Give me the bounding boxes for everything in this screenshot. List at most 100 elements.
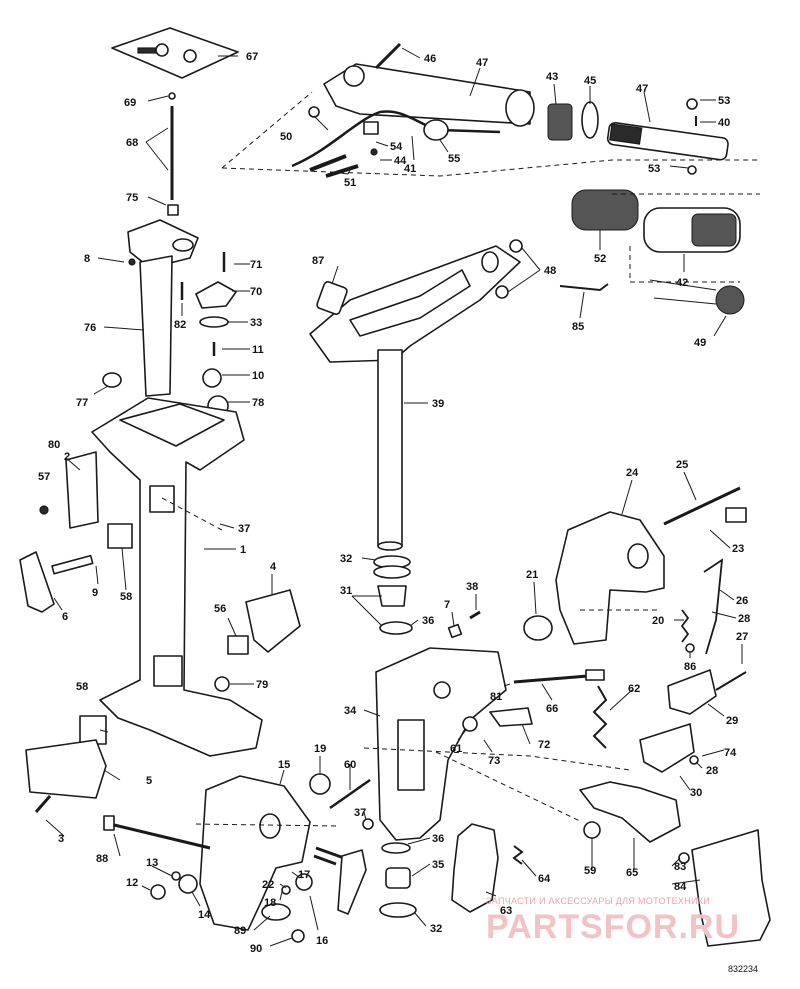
part-grip-52 — [571, 189, 745, 315]
callout-label: 87 — [312, 255, 324, 267]
part-washer-19 — [309, 773, 374, 830]
part-swivel-39 — [309, 239, 523, 551]
part-rings-35-32 — [379, 842, 417, 918]
callout-label: 19 — [314, 743, 326, 755]
part-gasket-67 — [111, 27, 239, 79]
callout-label: 56 — [214, 603, 226, 615]
catalog-number: 832234 — [728, 964, 758, 974]
leader-lines — [45, 47, 743, 947]
callout-label: 77 — [76, 397, 88, 409]
callout-label: 23 — [732, 543, 744, 555]
part-lever-6 — [19, 523, 133, 613]
part-bracket-29 — [639, 669, 717, 773]
part-bracket-4 — [214, 589, 301, 692]
part-bearing-43 — [547, 101, 599, 141]
part-clamp-15 — [103, 775, 311, 931]
watermark-brand: PARTSFOR.RU — [486, 908, 740, 946]
callout-label: 42 — [676, 277, 688, 289]
part-rod-68 — [167, 92, 179, 216]
callout-label: 15 — [278, 759, 290, 771]
callout-label: 47 — [636, 83, 648, 95]
callout-label: 45 — [584, 75, 596, 87]
callout-label: 13 — [146, 857, 158, 869]
callout-label: 1 — [240, 544, 246, 556]
callout-label: 52 — [594, 253, 606, 265]
callout-label: 37 — [354, 807, 366, 819]
part-cover-5 — [25, 715, 107, 813]
part-exhaust-housing-1 — [91, 397, 263, 757]
watermark: ЗАПЧАСТИ И АКСЕССУАРЫ ДЛЯ МОТОТЕХНИКИ PA… — [486, 896, 740, 946]
callout-label: 30 — [690, 787, 702, 799]
callout-label: 33 — [250, 317, 262, 329]
callout-label: 81 — [490, 691, 502, 703]
callout-numbers: 67 69 68 75 8 76 71 70 82 33 11 10 77 78… — [38, 51, 750, 955]
part-rod-66 — [462, 669, 608, 749]
callout-label: 66 — [546, 703, 558, 715]
part-bracket-65 — [579, 781, 681, 843]
callout-label: 51 — [344, 177, 356, 189]
callout-label: 35 — [432, 859, 444, 871]
callout-label: 32 — [340, 553, 352, 565]
callout-label: 73 — [488, 755, 500, 767]
callout-label: 39 — [432, 398, 444, 410]
callout-label: 12 — [126, 877, 138, 889]
callout-label: 40 — [718, 117, 730, 129]
callout-label: 8 — [84, 253, 90, 265]
callout-label: 21 — [526, 569, 538, 581]
callout-label: 37 — [238, 523, 250, 535]
callout-label: 36 — [432, 833, 444, 845]
callout-label: 24 — [626, 467, 639, 479]
callout-label: 17 — [298, 869, 310, 881]
callout-label: 47 — [476, 57, 488, 69]
part-clips-26-20 — [680, 558, 747, 691]
callout-label: 59 — [584, 865, 596, 877]
callout-label: 79 — [256, 679, 268, 691]
part-bushing-87 — [316, 281, 348, 315]
callout-label: 53 — [648, 163, 660, 175]
callout-label: 68 — [126, 137, 138, 149]
callout-label: 80 — [48, 439, 60, 451]
callout-label: 4 — [270, 561, 277, 573]
callout-label: 58 — [76, 681, 88, 693]
part-stern-bracket-34 — [375, 647, 507, 841]
callout-label: 71 — [250, 259, 262, 271]
callout-label: 7 — [444, 599, 450, 611]
callout-label: 3 — [58, 833, 64, 845]
callout-label: 85 — [572, 321, 584, 333]
callout-label: 60 — [344, 759, 356, 771]
callout-label: 5 — [146, 775, 152, 787]
callout-label: 43 — [546, 71, 558, 83]
part-clamp-bracket-24 — [523, 486, 747, 645]
callout-label: 27 — [736, 631, 748, 643]
part-spring-85 — [559, 283, 609, 292]
part-nuts-12-14 — [150, 871, 305, 943]
callout-label: 16 — [316, 935, 328, 947]
callout-label: 6 — [62, 611, 68, 623]
callout-label: 65 — [626, 867, 638, 879]
callout-label: 70 — [250, 286, 262, 298]
part-throttle-shaft-47 — [606, 98, 729, 175]
callout-label: 53 — [718, 95, 730, 107]
part-rings-32-31-36 — [373, 555, 481, 639]
callout-label: 54 — [390, 141, 403, 153]
callout-label: 10 — [252, 370, 264, 382]
callout-label: 26 — [736, 595, 748, 607]
callout-label: 58 — [120, 591, 132, 603]
callout-label: 67 — [246, 51, 258, 63]
callout-label: 84 — [674, 881, 687, 893]
part-tube-76 — [127, 219, 199, 397]
callout-label: 44 — [394, 155, 407, 167]
part-bracket-70 — [180, 252, 237, 328]
callout-label: 41 — [404, 163, 416, 175]
callout-label: 9 — [92, 587, 98, 599]
callout-label: 64 — [538, 873, 551, 885]
callout-label: 32 — [430, 923, 442, 935]
callout-label: 90 — [250, 943, 262, 955]
callout-label: 74 — [724, 747, 737, 759]
callout-label: 89 — [234, 925, 246, 937]
callout-label: 62 — [628, 683, 640, 695]
callout-label: 75 — [126, 192, 138, 204]
callout-label: 14 — [198, 909, 211, 921]
part-cable-41 — [291, 106, 501, 178]
